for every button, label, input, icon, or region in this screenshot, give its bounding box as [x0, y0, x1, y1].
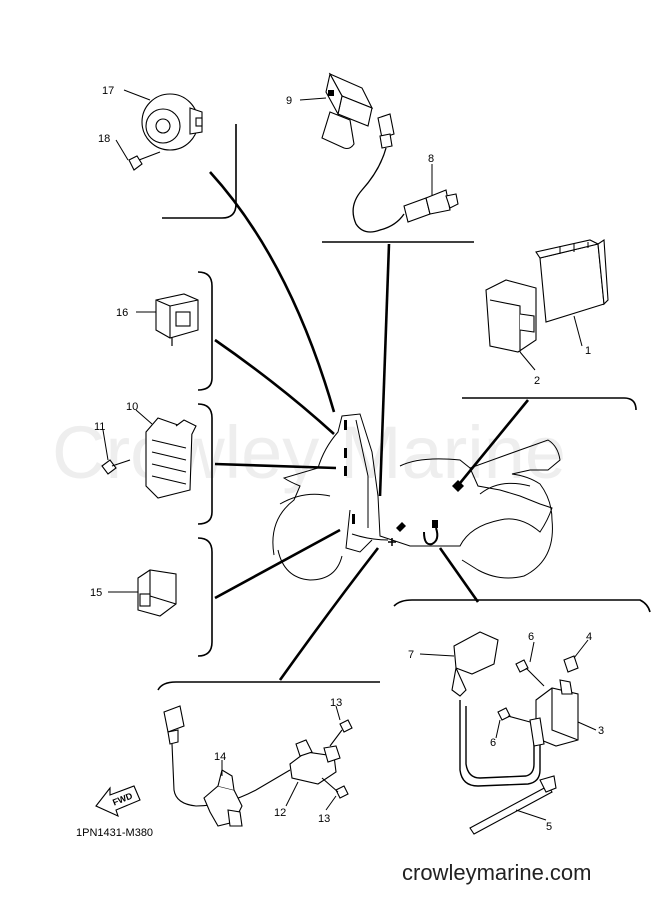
o2-sensor	[352, 113, 459, 233]
callout-9: 9	[286, 95, 292, 107]
callout-15: 15	[90, 587, 102, 599]
horn	[141, 93, 203, 151]
regulator-bolt	[101, 459, 131, 475]
fwd-arrow-icon: FWD	[95, 785, 141, 818]
callout-8: 8	[428, 153, 434, 165]
frame-left-bracket	[197, 271, 213, 657]
bracket-2	[485, 279, 537, 353]
frame-right-ecu	[462, 397, 637, 411]
leader-lines	[209, 171, 530, 681]
callout-6b: 6	[490, 737, 496, 749]
callout-10: 10	[126, 401, 138, 413]
callout-7: 7	[408, 649, 414, 661]
callout-13a: 13	[330, 697, 342, 709]
cable-tie	[469, 775, 557, 835]
coil-terminal	[563, 655, 579, 673]
callout-17: 17	[102, 85, 114, 97]
ignition-coil	[529, 679, 579, 747]
callout-6a: 6	[528, 631, 534, 643]
ecu-1	[535, 239, 609, 323]
coil-bolt-b	[497, 707, 531, 723]
frame-bottom-left	[157, 681, 380, 691]
screw-13a	[329, 719, 353, 747]
callout-1: 1	[585, 345, 591, 357]
diagram-code: 1PN1431-M380	[76, 827, 153, 839]
callout-3: 3	[598, 725, 604, 737]
callout-leaders	[102, 89, 597, 821]
callout-2: 2	[534, 375, 540, 387]
callout-11: 11	[94, 421, 105, 433]
relay-16	[155, 293, 199, 346]
callout-16: 16	[116, 307, 128, 319]
website-label: crowleymarine.com	[402, 860, 592, 885]
callout-4: 4	[586, 631, 592, 643]
plug-cap	[451, 631, 541, 787]
callout-labels: 17 18 9 8 1 2 16 10 11 15 7 6 4 3 6 5 13…	[90, 85, 604, 833]
horn-bolt	[128, 151, 161, 171]
rectifier-regulator	[145, 417, 197, 499]
callout-18: 18	[98, 133, 110, 145]
callout-13b: 13	[318, 813, 330, 825]
callout-5: 5	[546, 821, 552, 833]
callout-14: 14	[214, 751, 226, 763]
frame-bottom-right	[393, 599, 651, 613]
callout-12: 12	[274, 807, 286, 819]
sensor-12	[163, 705, 341, 807]
bracket-14	[203, 769, 243, 827]
coil-bolt-a	[515, 659, 545, 687]
screw-13b	[321, 777, 349, 799]
watermark: Crowley Marine	[52, 411, 566, 494]
relay-9	[321, 72, 374, 150]
scooter-silhouette	[272, 413, 561, 581]
relay-15	[137, 569, 177, 617]
